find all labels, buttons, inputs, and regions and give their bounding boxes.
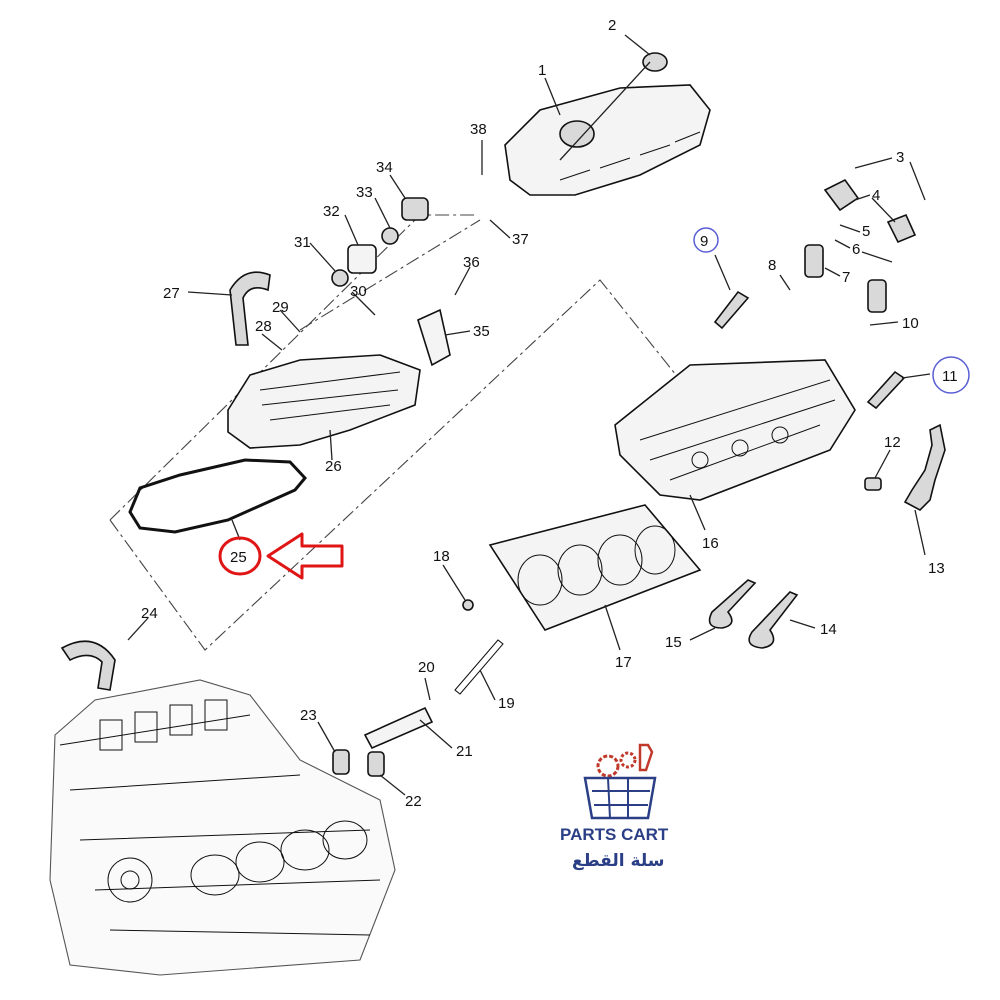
brand-arabic-name: سلة القطع — [572, 851, 665, 871]
callout-36: 36 — [463, 254, 480, 271]
part-13-sensor — [903, 423, 946, 511]
callout-37: 37 — [512, 231, 529, 248]
callout-3: 3 — [896, 149, 904, 166]
callout-28: 28 — [255, 318, 272, 335]
callout-8: 8 — [768, 257, 776, 274]
callout-19: 19 — [498, 695, 515, 712]
callout-25: 25 — [230, 549, 247, 566]
callout-27: 27 — [163, 285, 180, 302]
part-19-pushrod — [454, 639, 504, 695]
callout-14: 14 — [820, 621, 837, 638]
callout-38: 38 — [470, 121, 487, 138]
part-2-cap — [642, 52, 668, 72]
callout-26: 26 — [325, 458, 342, 475]
part-21-guide — [363, 706, 434, 750]
part-25-gasket — [128, 458, 308, 534]
red-arrow-icon — [266, 532, 344, 580]
part-7-spring-b — [867, 279, 887, 313]
part-23-lifter — [332, 749, 350, 775]
part-34-cap — [401, 197, 429, 221]
callout-labels: 1 2 3 4 5 6 7 8 9 10 11 12 13 14 15 16 1… — [141, 17, 958, 810]
callout-2: 2 — [608, 17, 616, 34]
callout-7: 7 — [842, 269, 850, 286]
part-7-spring-a — [804, 244, 824, 278]
callout-9-blue-circle — [693, 227, 719, 253]
callout-12: 12 — [884, 434, 901, 451]
part-24-hose — [60, 640, 116, 691]
part-18-plug — [462, 599, 474, 611]
parts-cart-logo: PARTS CART سلة القطع — [560, 743, 669, 871]
callout-16: 16 — [702, 535, 719, 552]
part-14-valve — [748, 591, 799, 649]
gear-wrench-basket-icon — [583, 743, 657, 820]
callout-33: 33 — [356, 184, 373, 201]
callout-29: 29 — [272, 299, 289, 316]
callout-15: 15 — [665, 634, 682, 651]
callout-25-red-circle — [218, 536, 262, 576]
leader-lines — [127, 34, 931, 796]
part-32-sensor — [347, 244, 377, 274]
part-4-rocker — [823, 178, 860, 212]
part-33-seal — [381, 227, 399, 245]
callout-1: 1 — [538, 62, 546, 79]
callout-18: 18 — [433, 548, 450, 565]
part-11-bolt — [866, 370, 906, 410]
callout-11: 11 — [942, 368, 958, 385]
part-31-oring — [331, 269, 349, 287]
engine-block — [49, 679, 396, 976]
part-1-rocker-cover — [504, 84, 711, 196]
callout-10: 10 — [902, 315, 919, 332]
callout-4: 4 — [872, 187, 880, 204]
callout-34: 34 — [376, 159, 393, 176]
part-15-valve — [708, 579, 757, 629]
callout-24: 24 — [141, 605, 158, 622]
callout-13: 13 — [928, 560, 945, 577]
part-17-head-gasket — [488, 504, 702, 631]
callout-23: 23 — [300, 707, 317, 724]
callout-31: 31 — [294, 234, 311, 251]
part-9-bolt — [713, 290, 750, 330]
callout-35: 35 — [473, 323, 490, 340]
part-26-valve-cover — [227, 354, 421, 449]
part-27-tube — [229, 271, 271, 346]
callout-30: 30 — [350, 283, 367, 300]
callout-6: 6 — [852, 241, 860, 258]
callout-20: 20 — [418, 659, 435, 676]
callout-22: 22 — [405, 793, 422, 810]
callout-9: 9 — [700, 233, 708, 250]
part-22-lifter — [367, 751, 385, 777]
part-12-stud — [864, 477, 882, 491]
callout-11-blue-circle — [932, 356, 970, 394]
callout-32: 32 — [323, 203, 340, 220]
callout-5: 5 — [862, 223, 870, 240]
part-16-cylinder-head — [614, 359, 856, 501]
part-35-coil — [417, 308, 451, 367]
callout-17: 17 — [615, 654, 632, 671]
brand-name: PARTS CART — [560, 825, 669, 844]
callout-21: 21 — [456, 743, 473, 760]
